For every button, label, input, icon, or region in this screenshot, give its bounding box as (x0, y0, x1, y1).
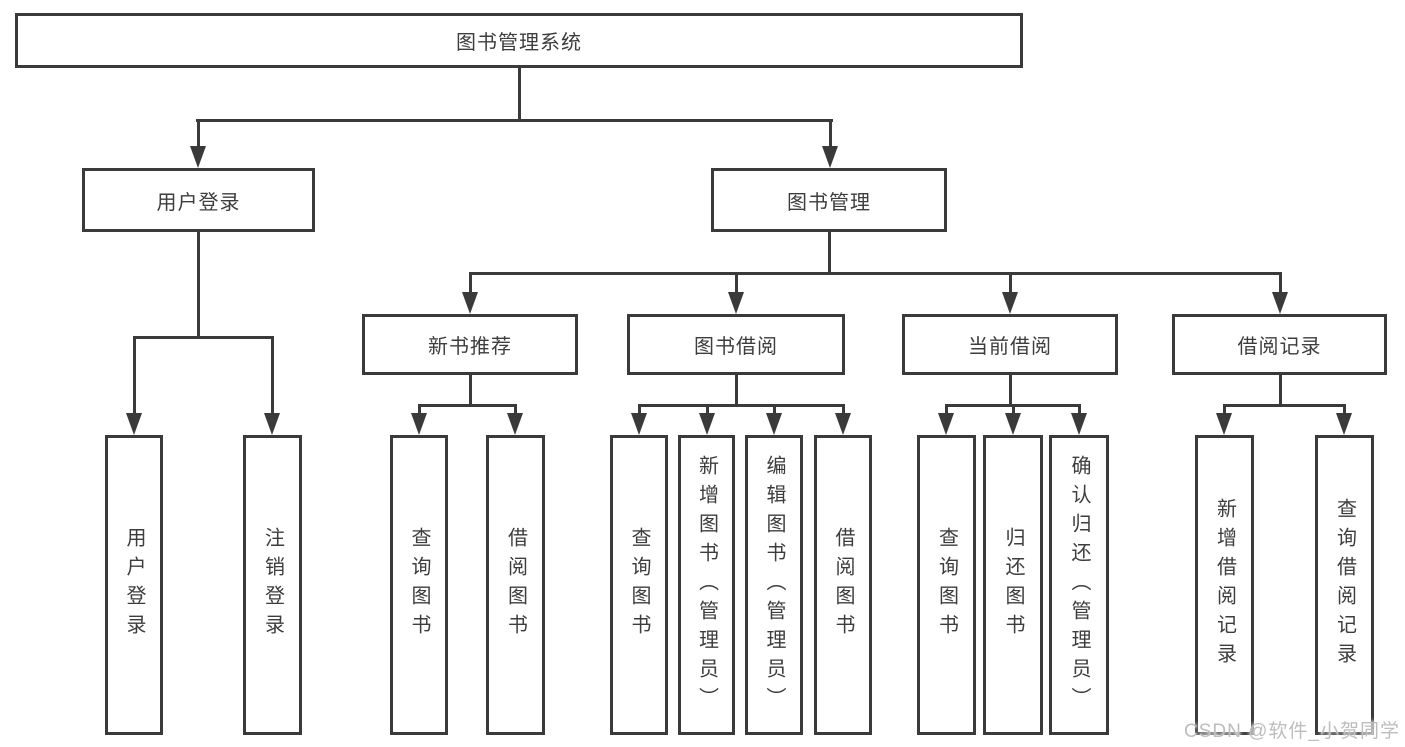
arrowhead-down-icon (699, 413, 715, 435)
connector-line (734, 272, 738, 294)
leaf-add-borrow-record: 新增借阅记录 (1195, 435, 1254, 735)
connector-line (1011, 404, 1015, 415)
connector-line (1008, 272, 1012, 294)
connector-line (1278, 272, 1282, 294)
leaf-return-books: 归还图书 (983, 435, 1043, 735)
arrowhead-down-icon (1005, 413, 1021, 435)
leaf-add-books-admin: 新增图书（管理员） (678, 435, 735, 735)
connector-line (197, 232, 200, 339)
connector-line (944, 404, 948, 415)
connector-line (196, 119, 200, 148)
arrowhead-down-icon (126, 413, 142, 435)
leaf-query-books-current: 查询图书 (917, 435, 976, 735)
arrowhead-down-icon (507, 413, 523, 435)
connector-line (418, 404, 517, 407)
node-book-borrowing: 图书借阅 (627, 314, 845, 375)
arrowhead-down-icon (190, 146, 206, 168)
connector-line (828, 119, 832, 148)
connector-line (1223, 404, 1346, 407)
connector-line (772, 404, 776, 415)
connector-line (1279, 375, 1282, 407)
arrowhead-down-icon (1336, 413, 1352, 435)
connector-line (132, 336, 136, 415)
leaf-borrow-books-recommend: 借阅图书 (486, 435, 545, 735)
leaf-query-borrow-record: 查询借阅记录 (1315, 435, 1374, 735)
connector-line (518, 68, 521, 122)
leaf-logout: 注销登录 (243, 435, 302, 735)
connector-line (417, 404, 421, 415)
arrowhead-down-icon (411, 413, 427, 435)
connector-line (270, 336, 274, 415)
arrowhead-down-icon (1272, 292, 1288, 314)
connector-line (469, 272, 1282, 275)
arrowhead-down-icon (1216, 413, 1232, 435)
leaf-borrow-books: 借阅图书 (814, 435, 872, 735)
arrowhead-down-icon (938, 413, 954, 435)
connector-line (841, 404, 845, 415)
arrowhead-down-icon (766, 413, 782, 435)
arrowhead-down-icon (822, 146, 838, 168)
connector-line (637, 404, 641, 415)
connector-line (1009, 375, 1012, 407)
leaf-confirm-return-admin: 确认归还（管理员） (1049, 435, 1109, 735)
node-user-login-module: 用户登录 (82, 168, 315, 232)
arrowhead-down-icon (462, 292, 478, 314)
connector-line (828, 232, 831, 275)
connector-line (705, 404, 709, 415)
connector-line (735, 375, 738, 407)
leaf-query-books-recommend: 查询图书 (390, 435, 448, 735)
node-new-book-recommend: 新书推荐 (362, 314, 578, 375)
node-current-borrowing: 当前借阅 (902, 314, 1118, 375)
arrowhead-down-icon (1002, 292, 1018, 314)
csdn-watermark: CSDN @软件_小贺同学 (1184, 721, 1400, 742)
node-book-management: 图书管理 (711, 168, 947, 232)
connector-line (638, 404, 845, 407)
leaf-edit-books-admin: 编辑图书（管理员） (745, 435, 803, 735)
connector-line (196, 119, 833, 122)
connector-line (1222, 404, 1226, 415)
connector-line (469, 375, 472, 407)
connector-line (1342, 404, 1346, 415)
arrowhead-down-icon (1071, 413, 1087, 435)
node-library-system: 图书管理系统 (15, 13, 1023, 68)
arrowhead-down-icon (264, 413, 280, 435)
arrowhead-down-icon (728, 292, 744, 314)
connector-line (1077, 404, 1081, 415)
connector-line (468, 272, 472, 294)
node-borrowing-records: 借阅记录 (1172, 314, 1387, 375)
leaf-query-books-borrowing: 查询图书 (610, 435, 668, 735)
arrowhead-down-icon (631, 413, 647, 435)
arrowhead-down-icon (835, 413, 851, 435)
connector-line (133, 336, 274, 339)
connector-line (513, 404, 517, 415)
leaf-user-login: 用户登录 (105, 435, 163, 735)
